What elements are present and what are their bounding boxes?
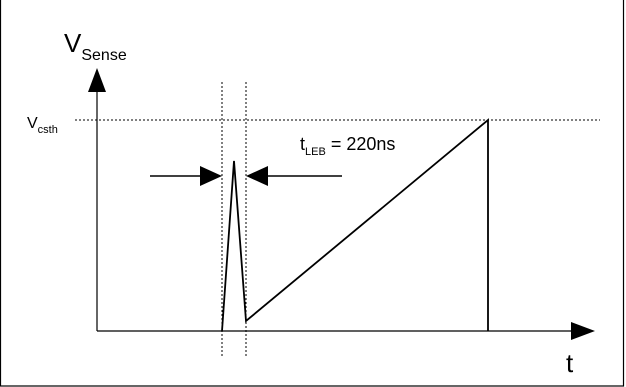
y-axis-label: VSense bbox=[64, 28, 127, 64]
leb-label: tLEB = 220ns bbox=[300, 134, 395, 158]
leb-arrow-left-icon bbox=[200, 166, 222, 186]
sense-waveform bbox=[221, 118, 489, 332]
threshold-label: Vcsth bbox=[27, 115, 58, 136]
x-axis-arrow-icon bbox=[571, 322, 595, 340]
leb-arrow-right-icon bbox=[246, 166, 268, 186]
y-axis-arrow-icon bbox=[88, 68, 106, 92]
x-axis-label: t bbox=[566, 348, 574, 378]
